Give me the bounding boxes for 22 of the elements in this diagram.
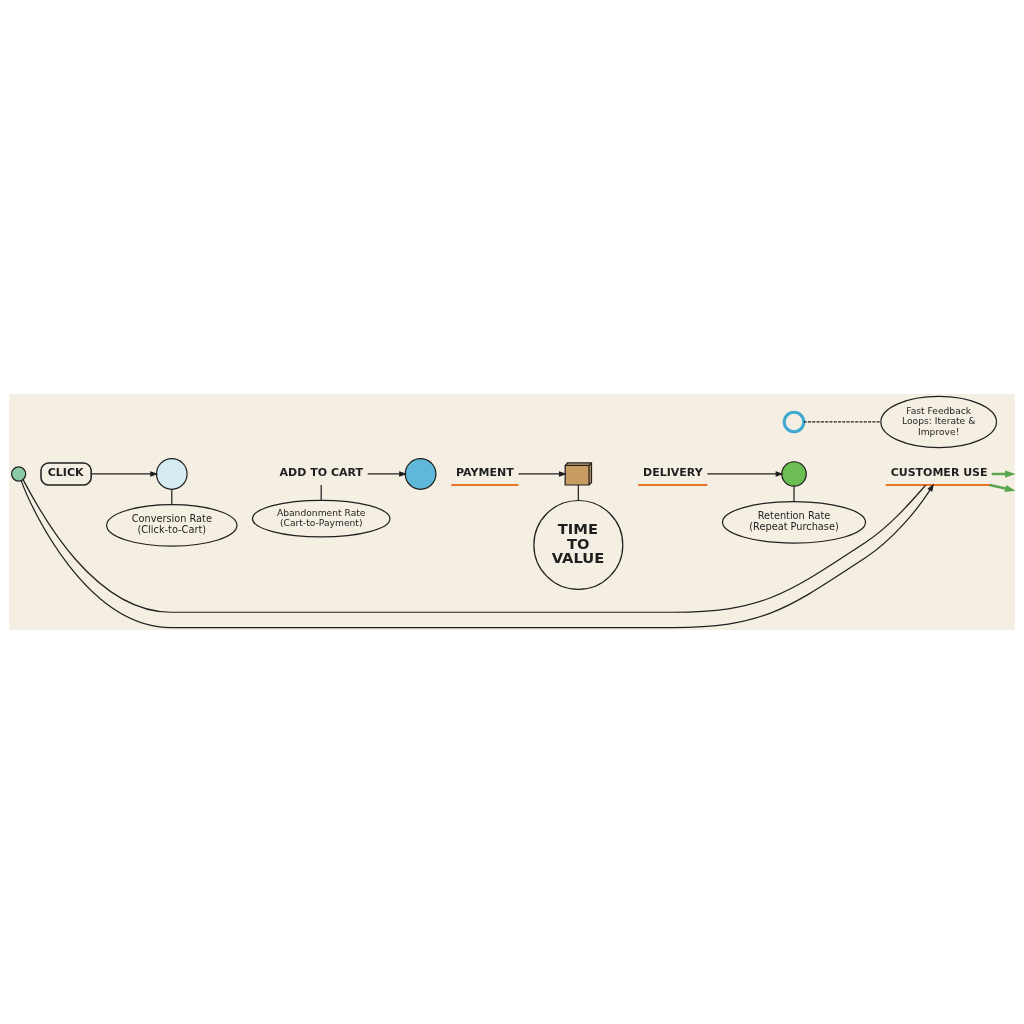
arrow [517,471,567,477]
arrow [367,471,408,477]
connector [793,485,795,503]
node-circle [781,461,807,487]
node-circle [155,458,188,490]
node-ellipse: Fast Feedback Loops: Iterate & Improve! [880,395,998,449]
node-circle [11,466,27,482]
node-text: ADD TO CART [279,466,363,480]
node-circle [782,410,806,434]
node-text: CUSTOMER USE [890,466,988,480]
arrow [706,471,784,477]
node-circle: TIME TO VALUE [533,499,624,590]
arrow [90,471,159,477]
node-circle [404,458,437,490]
node-box: CLICK [40,462,92,486]
node-ellipse: Conversion Rate (Click-to-Cart) [106,504,238,547]
node-ellipse: Retention Rate (Repeat Purchase) [721,500,867,544]
arrow [989,483,1016,492]
connector [803,421,882,423]
node-text: DELIVERY [643,466,703,480]
node-ellipse: Abandonment Rate (Cart-to-Payment) [251,499,391,538]
node-text: PAYMENT [456,466,514,480]
